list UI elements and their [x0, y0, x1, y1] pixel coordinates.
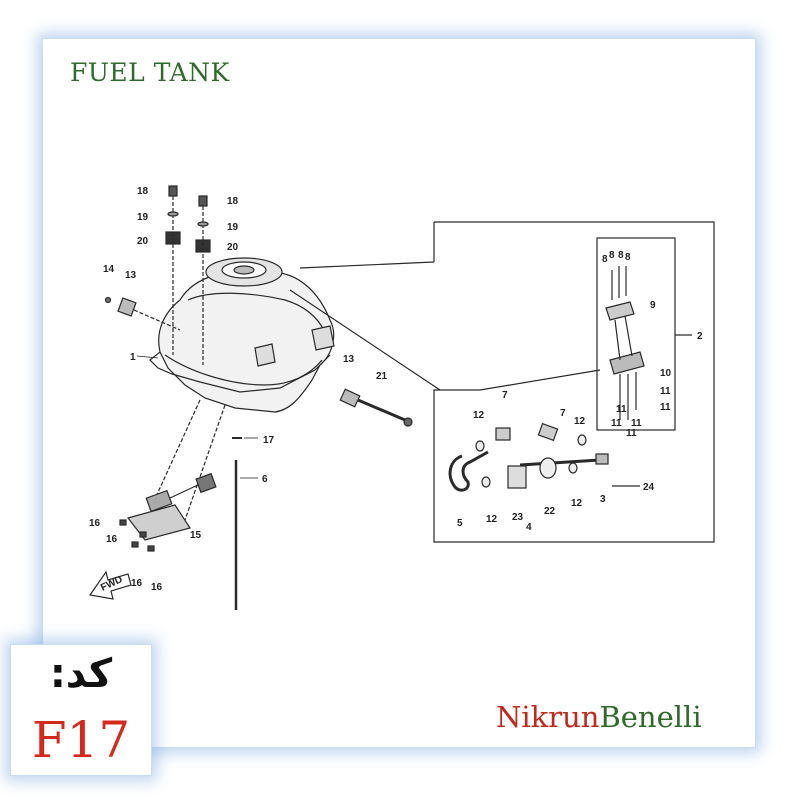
callout-11c: 11 — [616, 404, 627, 415]
callout-16c: 16 — [131, 578, 143, 589]
callout-20a: 20 — [137, 236, 149, 247]
callout-5: 5 — [457, 518, 463, 529]
page-title: FUEL TANK — [70, 58, 230, 87]
callout-18a: 18 — [137, 186, 149, 197]
callout-16a: 16 — [89, 518, 101, 529]
callout-15: 15 — [190, 530, 202, 541]
callout-10: 10 — [660, 368, 672, 379]
callout-12c: 12 — [486, 514, 498, 525]
callout-11e: 11 — [626, 428, 637, 439]
callout-11d: 11 — [611, 418, 622, 429]
fwd-arrow — [88, 570, 132, 600]
code-box: کد: F17 — [10, 644, 152, 776]
callout-24: 24 — [643, 482, 655, 493]
callout-17: 17 — [263, 435, 275, 446]
diagram-card — [42, 38, 756, 748]
callout-21: 21 — [376, 371, 388, 382]
callout-23: 23 — [512, 512, 524, 523]
callout-12d: 12 — [571, 498, 583, 509]
callout-18b: 18 — [227, 196, 239, 207]
callout-8d: 8 — [625, 252, 631, 263]
callout-8a: 8 — [602, 254, 608, 265]
code-value: F17 — [31, 711, 131, 769]
callout-12b: 12 — [574, 416, 586, 427]
callout-16d: 16 — [151, 582, 163, 593]
callout-11f: 11 — [631, 418, 642, 429]
callout-13a: 13 — [125, 270, 137, 281]
callout-19b: 19 — [227, 222, 239, 233]
brand-watermark: NikrunBenelli — [496, 700, 702, 734]
callout-7a: 7 — [502, 390, 508, 401]
callout-14: 14 — [103, 264, 115, 275]
callout-7b: 7 — [560, 408, 566, 419]
callout-13b: 13 — [343, 354, 355, 365]
callout-9: 9 — [650, 300, 656, 311]
fuel-pump-plate — [126, 504, 191, 541]
code-label: کد: — [49, 651, 113, 697]
callout-12a: 12 — [473, 410, 485, 421]
callout-6: 6 — [262, 474, 268, 485]
callout-20b: 20 — [227, 242, 239, 253]
callout-4: 4 — [526, 522, 532, 533]
callout-1: 1 — [130, 352, 136, 363]
callout-11a: 11 — [660, 386, 671, 397]
callout-11b: 11 — [660, 402, 671, 413]
callout-2: 2 — [697, 331, 703, 342]
brand-part-1: Nikrun — [496, 700, 600, 734]
callout-16b: 16 — [106, 534, 118, 545]
brand-part-2: Benelli — [599, 700, 702, 734]
callout-22: 22 — [544, 506, 556, 517]
callout-8c: 8 — [618, 250, 624, 261]
callout-8b: 8 — [609, 250, 615, 261]
callout-19a: 19 — [137, 212, 149, 223]
callout-3: 3 — [600, 494, 606, 505]
